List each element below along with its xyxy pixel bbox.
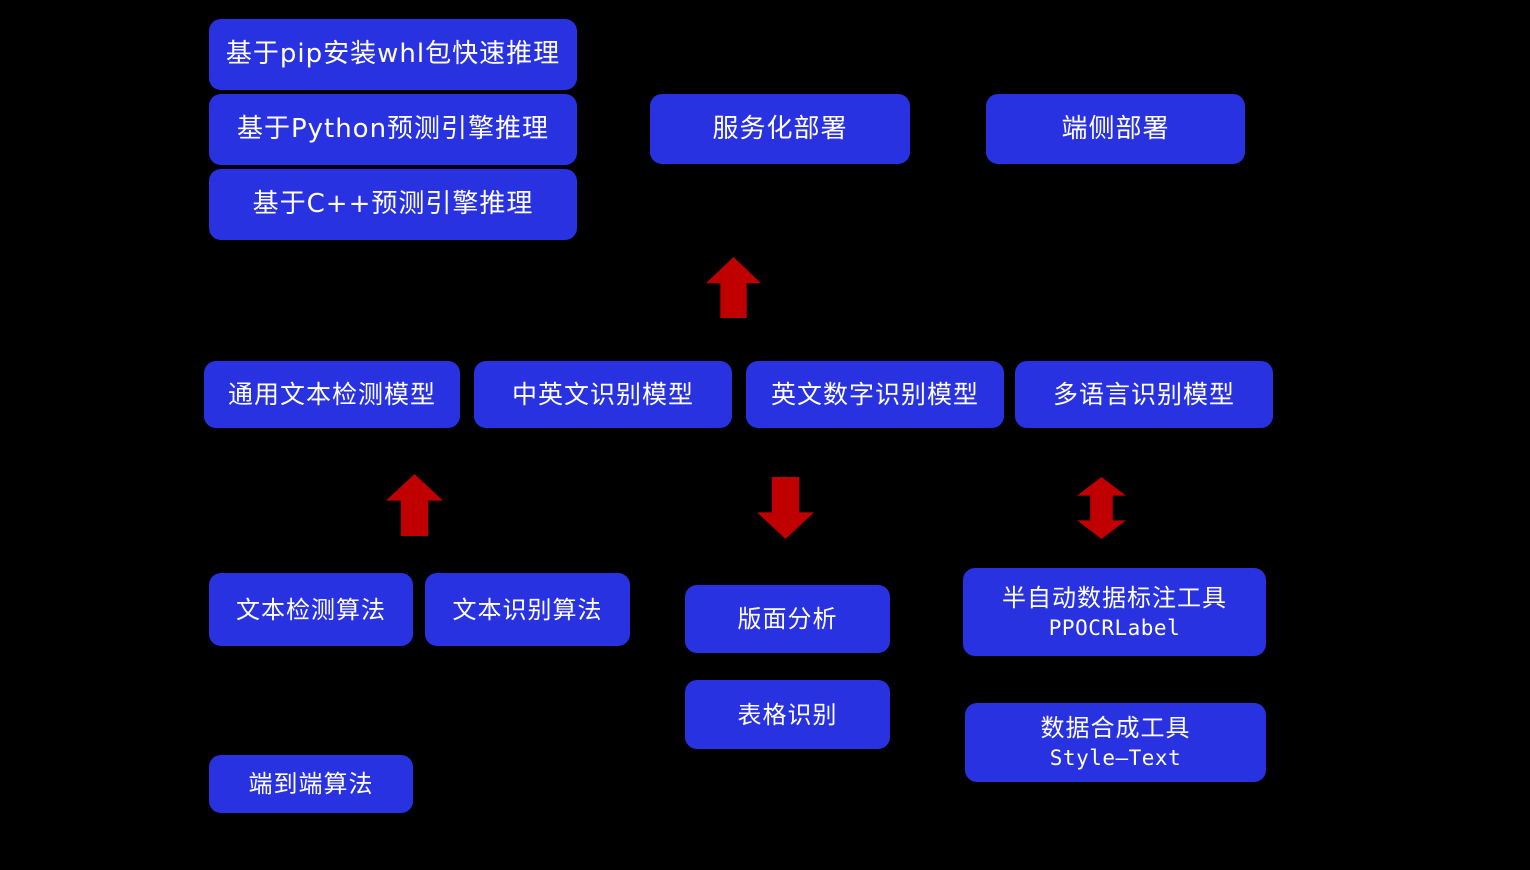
ppocrlabel-tool-name: PPOCRLabel: [1048, 615, 1181, 640]
ppocrlabel-tool-title: 半自动数据标注工具: [1002, 583, 1227, 612]
box-style-text-tool: 数据合成工具 Style—Text: [965, 703, 1266, 782]
box-cpp-engine-inference: 基于C++预测引擎推理: [209, 169, 577, 240]
box-end-to-end-algorithm: 端到端算法: [209, 755, 413, 813]
style-text-tool-title: 数据合成工具: [1040, 714, 1191, 743]
box-serving-deployment: 服务化部署: [650, 94, 910, 164]
box-edge-deployment: 端侧部署: [986, 94, 1245, 164]
arrow-up-icon: [386, 474, 443, 536]
box-layout-analysis: 版面分析: [685, 585, 890, 653]
box-en-number-recognition-model: 英文数字识别模型: [746, 361, 1004, 428]
arrow-up-down-icon: [1077, 477, 1126, 539]
box-multilingual-recognition-model: 多语言识别模型: [1015, 361, 1273, 428]
box-pip-whl-inference: 基于pip安装whl包快速推理: [209, 19, 577, 90]
arrow-up-icon: [706, 257, 761, 318]
box-ppocrlabel-tool: 半自动数据标注工具 PPOCRLabel: [963, 568, 1266, 656]
box-text-recognition-algorithm: 文本识别算法: [425, 573, 630, 646]
box-text-detection-algorithm: 文本检测算法: [209, 573, 413, 646]
arrow-down-icon: [757, 477, 814, 539]
box-general-text-detection-model: 通用文本检测模型: [204, 361, 460, 428]
style-text-tool-name: Style—Text: [1049, 746, 1182, 771]
box-python-engine-inference: 基于Python预测引擎推理: [209, 94, 577, 165]
box-table-recognition: 表格识别: [685, 680, 890, 749]
box-ch-en-recognition-model: 中英文识别模型: [474, 361, 732, 428]
